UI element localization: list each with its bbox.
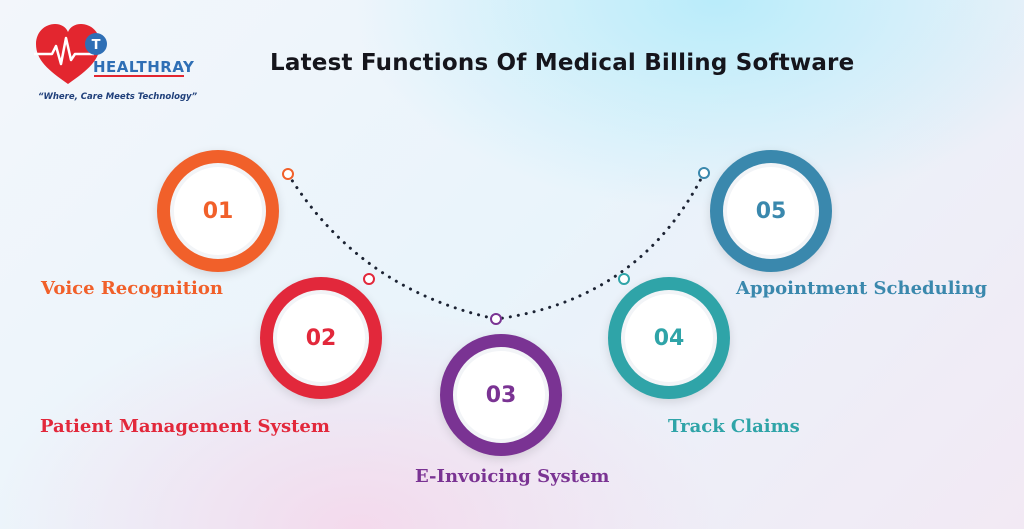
heart-pulse-icon: T [34,24,184,84]
step-number: 01 [202,198,234,224]
step-number: 03 [485,382,517,408]
brand-name: HEALTHRAY [93,58,195,76]
step-02-circle: 02 [260,277,382,399]
svg-text:T: T [92,38,101,53]
step-label: Appointment Scheduling [736,278,988,299]
step-label: Voice Recognition [41,278,223,299]
connector-dot [282,168,294,180]
connector-dot [618,273,630,285]
step-label: Patient Management System [40,416,330,437]
step-label: Track Claims [668,416,800,437]
step-03-circle: 03 [440,334,562,456]
connector-dot [698,167,710,179]
step-number: 05 [755,198,787,224]
step-label: E-Invoicing System [415,466,610,487]
brand-tagline: “Where, Care Meets Technology” [38,92,198,102]
connector-dot [363,273,375,285]
step-number: 02 [305,325,337,351]
step-01-circle: 01 [157,150,279,272]
step-05-circle: 05 [710,150,832,272]
healthray-logo: T HEALTHRAY “Where, Care Meets Technolog… [34,20,198,108]
page-title: Latest Functions Of Medical Billing Soft… [270,50,855,76]
step-04-circle: 04 [608,277,730,399]
step-number: 04 [653,325,685,351]
connector-dot [490,313,502,325]
